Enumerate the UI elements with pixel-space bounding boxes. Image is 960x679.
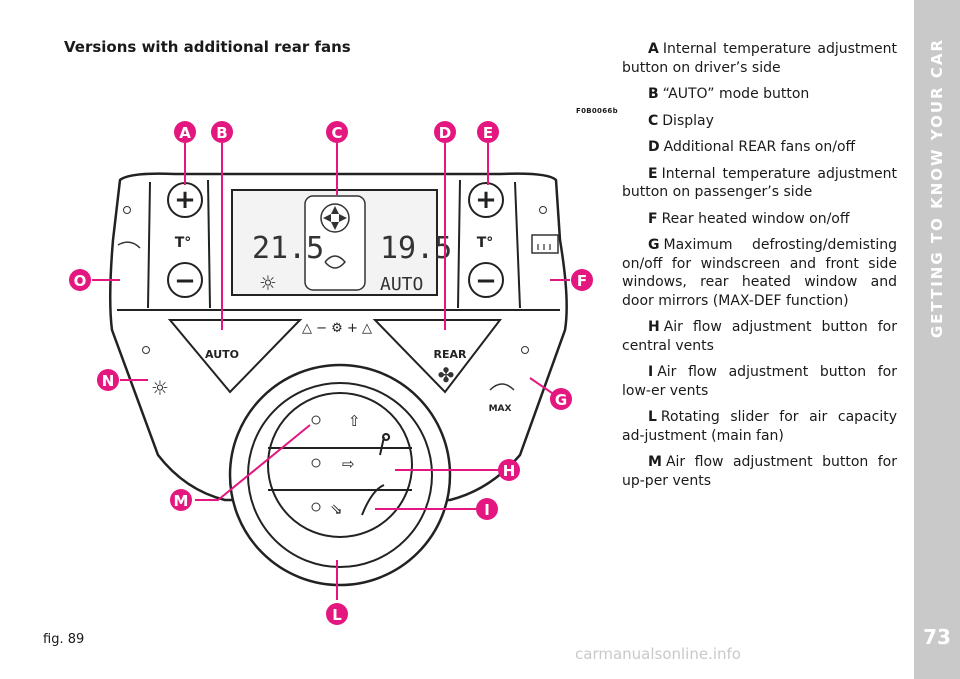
callout-B: B xyxy=(211,121,233,143)
callout-N: N xyxy=(97,369,119,391)
callout-O: O xyxy=(69,269,91,291)
auto-button-shape xyxy=(167,319,303,394)
svg-text:L: L xyxy=(332,606,342,624)
temp-up-right-button xyxy=(468,182,504,218)
svg-text:N: N xyxy=(102,372,115,390)
callout-D: D xyxy=(434,121,456,143)
svg-text:D: D xyxy=(439,124,451,142)
callout-F: F xyxy=(571,269,593,291)
svg-text:F: F xyxy=(577,272,587,290)
section-heading: Versions with additional rear fans xyxy=(64,38,351,56)
display-left-temp: 21.5 xyxy=(252,231,324,266)
svg-text:−: − xyxy=(475,266,497,296)
display-right-temp: 19.5 xyxy=(380,231,452,266)
rear-button-shape xyxy=(372,319,503,394)
upper-vents-arrow-icon: ⇧ xyxy=(348,412,361,430)
watermark: carmanualsonline.info xyxy=(575,645,741,663)
max-def-icon xyxy=(489,383,515,391)
svg-text:A: A xyxy=(179,124,191,142)
svg-text:I: I xyxy=(484,501,490,519)
rear-window-icon xyxy=(531,234,559,254)
temp-label-right: T° xyxy=(477,235,494,251)
callout-markers: A B C D E F G H I L M N O xyxy=(69,121,593,625)
climate-control-diagram: + T° − + T° − 21.5 19.5 AUTO ☼ AUTO REAR… xyxy=(69,121,593,625)
svg-text:G: G xyxy=(555,391,567,409)
seat-icon xyxy=(361,484,385,516)
svg-text:E: E xyxy=(483,124,493,142)
callout-E: E xyxy=(477,121,499,143)
figure-label: fig. 89 xyxy=(43,632,85,647)
section-title: GETTING TO KNOW YOUR CAR xyxy=(928,38,946,339)
svg-text:O: O xyxy=(74,272,87,290)
sun-icon-display: ☼ xyxy=(259,271,277,295)
callout-I: I xyxy=(476,498,498,520)
display-mode: AUTO xyxy=(380,274,423,295)
rear-button-label: REAR xyxy=(434,348,467,361)
temp-down-right-button xyxy=(468,262,504,298)
figure-code: F0B0066b xyxy=(576,107,618,115)
svg-text:M: M xyxy=(174,492,189,510)
central-vents-arrow-icon: ⇨ xyxy=(342,455,355,473)
page-number: 73 xyxy=(923,625,951,649)
lower-vents-arrow-icon: ⇘ xyxy=(330,500,343,518)
person-icon xyxy=(379,433,391,456)
callout-A: A xyxy=(174,121,196,143)
max-label: MAX xyxy=(489,404,512,414)
section-sidebar: GETTING TO KNOW YOUR CAR 73 xyxy=(914,0,960,679)
auto-button-label: AUTO xyxy=(205,348,239,361)
fan-icon-display xyxy=(320,203,350,233)
callout-M: M xyxy=(170,489,192,511)
recirculation-icon xyxy=(117,241,141,249)
rear-fan-icon: ✤ xyxy=(438,363,455,387)
callout-C: C xyxy=(326,121,348,143)
svg-text:H: H xyxy=(503,462,516,480)
plus-left-icon: + xyxy=(174,185,196,215)
callout-G: G xyxy=(550,388,572,410)
temp-down-left-button xyxy=(167,262,203,298)
ac-snowflake-icon: ☼ xyxy=(151,376,169,400)
temp-label-left: T° xyxy=(175,235,192,251)
callout-L: L xyxy=(326,603,348,625)
svg-text:−: − xyxy=(174,266,196,296)
svg-text:+: + xyxy=(475,185,497,215)
legend-item-b: B“AUTO” mode button xyxy=(648,86,810,102)
svg-text:C: C xyxy=(331,124,342,142)
callout-H: H xyxy=(498,459,520,481)
svg-text:B: B xyxy=(216,124,227,142)
fan-speed-scale: △ − ⚙ + △ xyxy=(302,321,372,336)
